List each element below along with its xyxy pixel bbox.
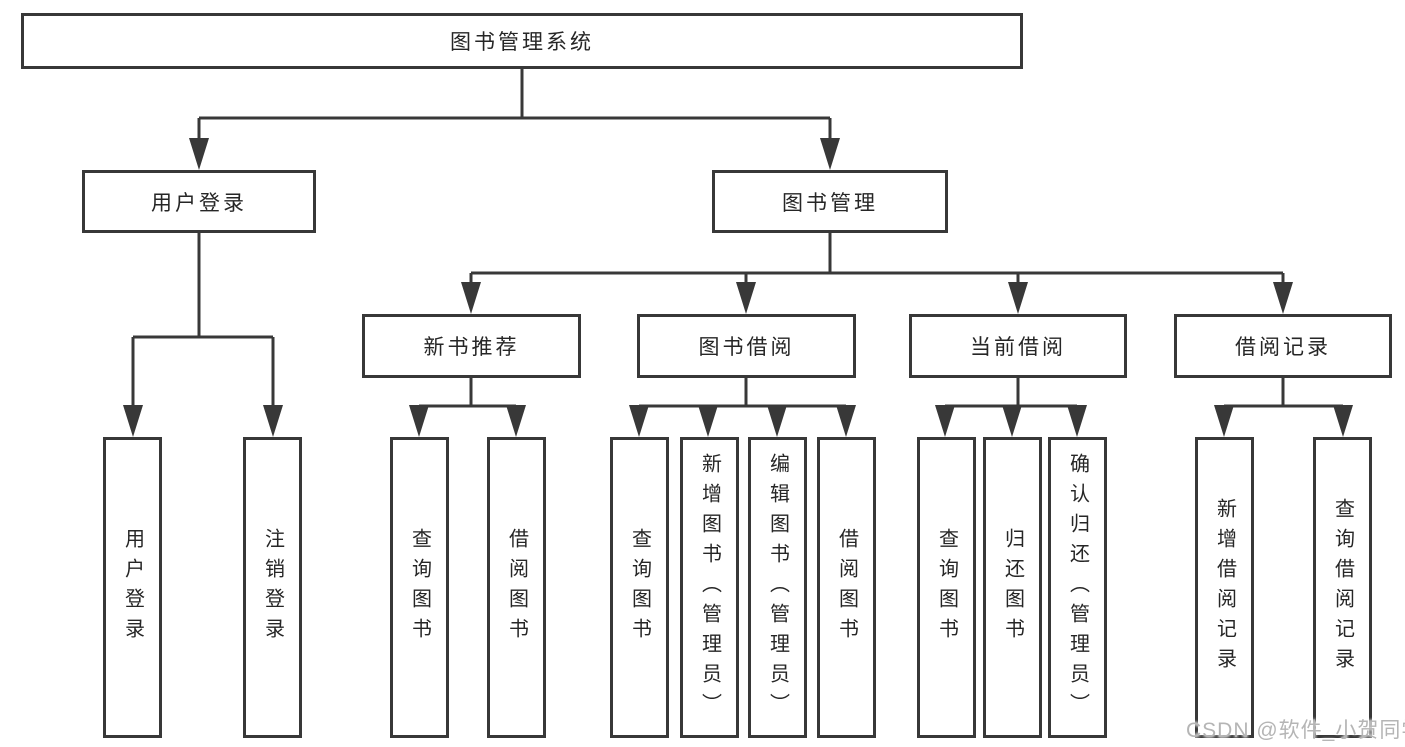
node-borrow-records: 借阅记录 — [1174, 314, 1392, 378]
leaf-label: 查询图书 — [408, 527, 431, 648]
leaf-query-books-borrow: 查询图书 — [610, 437, 669, 738]
leaf-add-book-admin: 新增图书（管理员） — [680, 437, 739, 738]
leaf-borrow-books-recommend: 借阅图书 — [487, 437, 546, 738]
node-label: 图书管理系统 — [450, 31, 594, 54]
node-label: 图书管理 — [782, 191, 878, 215]
leaf-label: 编辑图书（管理员） — [766, 452, 789, 723]
node-book-borrow: 图书借阅 — [637, 314, 856, 378]
leaf-label: 查询图书 — [935, 527, 958, 648]
node-user-login: 用户登录 — [82, 170, 316, 233]
connector-root-branches — [197, 69, 832, 144]
leaf-label: 新增图书（管理员） — [698, 452, 721, 723]
connector-book-mgmt-modules — [469, 233, 1285, 288]
connector-borrow-records-leaves — [1222, 378, 1345, 410]
leaf-label: 借阅图书 — [505, 527, 528, 648]
leaf-label: 新增借阅记录 — [1213, 497, 1236, 678]
node-label: 借阅记录 — [1235, 336, 1331, 359]
connector-user-login-leaves — [131, 233, 275, 410]
leaf-label: 用户登录 — [121, 527, 144, 648]
leaf-label: 确认归还（管理员） — [1066, 452, 1089, 723]
node-label: 图书借阅 — [698, 336, 795, 359]
leaf-return-books: 归还图书 — [983, 437, 1042, 738]
node-label: 用户登录 — [151, 191, 247, 215]
node-label: 当前借阅 — [970, 336, 1066, 359]
connector-new-book-leaves — [417, 378, 518, 410]
leaf-borrow-books: 借阅图书 — [817, 437, 876, 738]
node-book-management: 图书管理 — [712, 170, 948, 233]
csdn-watermark: CSDN @软件_小贺同学 — [1186, 719, 1405, 742]
leaf-logout: 注销登录 — [243, 437, 302, 738]
node-new-book-recommend: 新书推荐 — [362, 314, 581, 378]
leaf-query-borrow-record: 查询借阅记录 — [1313, 437, 1372, 738]
leaf-query-books-recommend: 查询图书 — [390, 437, 449, 738]
leaf-user-login: 用户登录 — [103, 437, 162, 738]
leaf-query-books-current: 查询图书 — [917, 437, 976, 738]
leaf-confirm-return-admin: 确认归还（管理员） — [1048, 437, 1107, 738]
leaf-label: 查询图书 — [628, 527, 651, 648]
connector-book-borrow-leaves — [637, 378, 848, 410]
node-label: 新书推荐 — [423, 336, 520, 359]
leaf-label: 归还图书 — [1001, 527, 1024, 648]
leaf-label: 查询借阅记录 — [1331, 497, 1354, 678]
node-library-management-system: 图书管理系统 — [21, 13, 1023, 69]
leaf-add-borrow-record: 新增借阅记录 — [1195, 437, 1254, 738]
leaf-label: 注销登录 — [261, 527, 284, 648]
node-current-borrow: 当前借阅 — [909, 314, 1127, 378]
connector-current-borrow-leaves — [943, 378, 1079, 410]
leaf-label: 借阅图书 — [835, 527, 858, 648]
leaf-edit-book-admin: 编辑图书（管理员） — [748, 437, 807, 738]
